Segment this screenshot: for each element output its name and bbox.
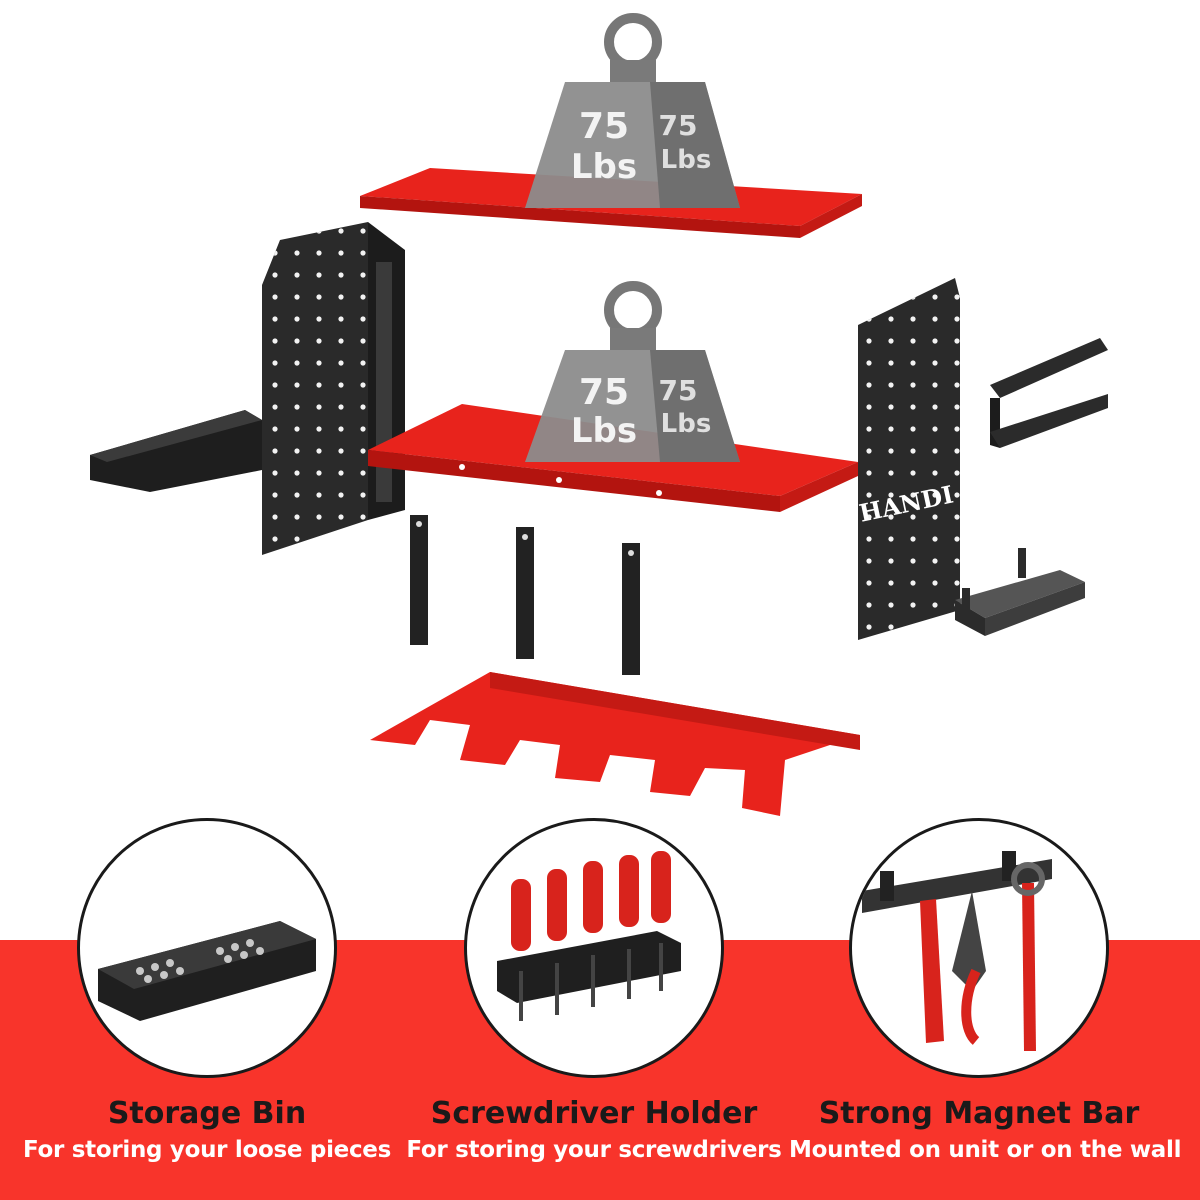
- weight-value-middle: 75: [579, 372, 629, 413]
- feature-title: Storage Bin: [107, 1096, 307, 1131]
- feature-title: Screwdriver Holder: [430, 1096, 758, 1131]
- feature-screwdriver-holder: Screwdriver Holder For storing your scre…: [404, 818, 784, 1163]
- support-straps: [410, 515, 640, 675]
- right-screwdriver-rack: [990, 338, 1108, 448]
- weight-unit-top-side: Lbs: [661, 145, 712, 175]
- left-pegboard: [262, 222, 405, 555]
- weight-value-middle-side: 75: [659, 374, 698, 407]
- weight-icon-top: 75 Lbs 75 Lbs: [525, 13, 740, 208]
- feature-description: For storing your screwdrivers: [406, 1137, 782, 1163]
- weight-unit-top: Lbs: [571, 147, 637, 187]
- feature-description: For storing your loose pieces: [23, 1137, 391, 1163]
- right-pegboard: HANDI: [857, 278, 960, 640]
- left-storage-tray: [90, 410, 262, 492]
- weight-icon-middle: 75 Lbs 75 Lbs: [525, 281, 740, 462]
- weight-unit-middle-side: Lbs: [661, 409, 712, 439]
- weight-value-top-side: 75: [659, 109, 698, 142]
- screwdriver-holder-icon: [464, 818, 724, 1078]
- feature-strong-magnet-bar: Strong Magnet Bar Mounted on unit or on …: [789, 818, 1182, 1163]
- bottom-power-tool-rack: [370, 672, 860, 816]
- right-magnet-bar: [955, 548, 1085, 636]
- feature-storage-bin: Storage Bin For storing your loose piece…: [17, 818, 397, 1163]
- weight-unit-middle: Lbs: [571, 411, 637, 451]
- magnet-bar-icon: [849, 818, 1109, 1078]
- weight-value-top: 75: [579, 106, 629, 147]
- storage-bin-icon: [77, 818, 337, 1078]
- feature-description: Mounted on unit or on the wall: [789, 1137, 1182, 1163]
- feature-title: Strong Magnet Bar: [818, 1096, 1140, 1131]
